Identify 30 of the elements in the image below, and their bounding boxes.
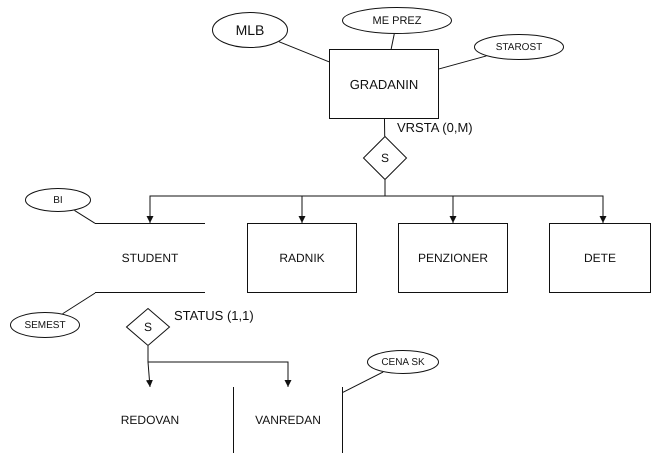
relationship-symbol: S (144, 320, 152, 334)
entity-box (329, 49, 439, 119)
attribute-name: SEMEST (24, 320, 66, 330)
entity-box (549, 223, 651, 293)
entity-name: DETE (584, 251, 616, 265)
entity-box (247, 223, 357, 293)
relationship-label: VRSTA (0,M) (397, 120, 473, 135)
attribute-name: CENA SK (381, 356, 425, 368)
entity-name: STUDENT (122, 251, 178, 265)
entity-box (398, 223, 508, 293)
arrow (148, 346, 292, 388)
entity-name: RADNIK (279, 251, 325, 265)
entity-name: VANREDAN (255, 413, 321, 427)
entity-name: REDOVAN (120, 413, 180, 427)
connector-line (384, 118, 386, 137)
entity-name: PENZIONER (418, 251, 488, 265)
arrow (384, 180, 606, 224)
relationship-symbol: S (380, 151, 389, 165)
attribute-name: ME PREZ (372, 14, 422, 26)
relationship-label: STATUS (1,1) (174, 308, 254, 323)
connector-line (74, 210, 96, 224)
connector-line (278, 41, 330, 62)
connector-line (438, 55, 487, 70)
attribute-name: MLB (236, 22, 264, 38)
connector-line (62, 292, 96, 314)
entity-name: GRADANIN (350, 76, 418, 92)
connector-line (390, 33, 395, 50)
attribute-name: BI (53, 194, 63, 206)
connector-line (342, 372, 384, 393)
attribute-name: STAROST (496, 42, 542, 52)
